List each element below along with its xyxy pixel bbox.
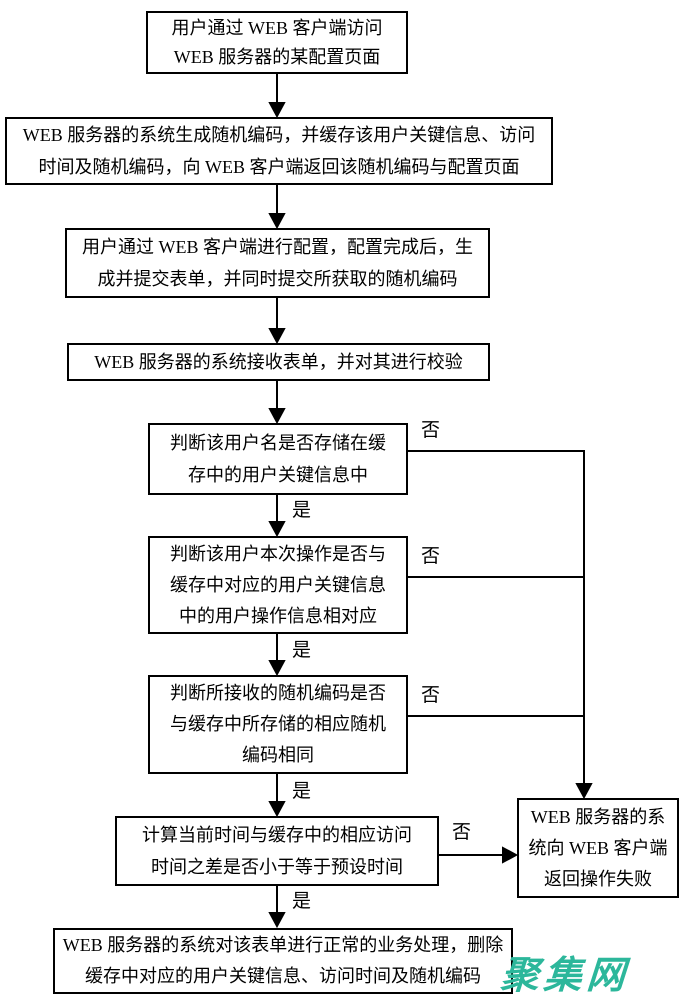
flow-node-start: 用户通过 WEB 客户端访问 WEB 服务器的某配置页面 [146,11,408,74]
branch-label-yes-operation: 是 [290,640,314,661]
branch-label-no-operation: 否 [419,546,443,567]
watermark: 聚集网 [499,955,632,997]
node-text-line: WEB 服务器的系统对该表单进行正常的业务处理，删除 [62,935,504,955]
branch-label-no-time: 否 [450,822,474,843]
node-text-line: 计算当前时间与缓存中的相应访问 [142,825,412,845]
node-text-line: 中的用户操作信息相对应 [179,605,377,626]
node-text-line: WEB 服务器的系 [530,806,666,827]
node-text-line: 缓存中对应的用户关键信息 [170,574,386,595]
node-text-line: 判断所接收的随机编码是否 [170,683,386,703]
node-text-line: 缓存中对应的用户关键信息、访问时间及随机编码 [85,966,481,986]
flow-node-configure-submit: 用户通过 WEB 客户端进行配置，配置完成后，生 成并提交表单，并同时提交所获取… [65,228,490,298]
branch-label-yes-code: 是 [290,781,314,802]
node-text-line: 统向 WEB 客户端 [528,837,668,858]
arrowhead-down-icon [268,660,286,677]
node-text-line: 用户通过 WEB 客户端访问 [171,17,383,38]
node-text-line: WEB 服务器的系统生成随机编码，并缓存该用户关键信息、访问 [22,125,536,145]
node-text-line: 时间之差是否小于等于预设时间 [151,857,403,877]
branch-label-no-code: 否 [419,685,443,706]
flow-node-check-username: 判断该用户名是否存储在缓 存中的用户关键信息中 [148,423,408,495]
flow-node-return-failure: WEB 服务器的系 统向 WEB 客户端 返回操作失败 [517,798,679,898]
node-text-line: 返回操作失败 [544,868,652,889]
arrowhead-down-icon [268,801,286,818]
flow-node-check-code: 判断所接收的随机编码是否 与缓存中所存储的相应随机 编码相同 [148,675,408,774]
flow-node-check-time: 计算当前时间与缓存中的相应访问 时间之差是否小于等于预设时间 [115,816,439,886]
node-text-line: 成并提交表单，并同时提交所获取的随机编码 [97,269,458,289]
node-text-line: WEB 服务器的系统接收表单，并对其进行校验 [94,352,463,372]
node-text-line: 与缓存中所存储的相应随机 [170,714,386,734]
arrowhead-down-icon [268,328,286,345]
node-text-line: WEB 服务器的某配置页面 [173,46,381,67]
node-text-line: 时间及随机编码，向 WEB 客户端返回该随机编码与配置页面 [38,157,520,177]
arrowhead-down-icon [268,521,286,538]
branch-label-yes-username: 是 [290,500,314,521]
arrowhead-down-icon [268,213,286,230]
node-text-line: 用户通过 WEB 客户端进行配置，配置完成后，生 [82,237,473,257]
flow-node-receive-validate: WEB 服务器的系统接收表单，并对其进行校验 [67,343,490,381]
node-text-line: 判断该用户本次操作是否与 [170,543,386,564]
flow-node-check-operation: 判断该用户本次操作是否与 缓存中对应的用户关键信息 中的用户操作信息相对应 [148,536,408,634]
arrowhead-down-icon [575,783,593,800]
node-text-line: 存中的用户关键信息中 [188,465,368,485]
node-text-line: 编码相同 [242,745,314,765]
branch-label-yes-time: 是 [290,891,314,912]
arrowhead-right-icon [502,846,519,864]
node-text-line: 判断该用户名是否存储在缓 [170,433,386,453]
branch-label-no-username: 否 [419,420,443,441]
arrowhead-down-icon [268,102,286,119]
arrowhead-down-icon [268,408,286,425]
flow-node-process-form: WEB 服务器的系统对该表单进行正常的业务处理，删除 缓存中对应的用户关键信息、… [53,928,513,994]
arrowhead-down-icon [268,912,286,929]
flow-node-generate-code: WEB 服务器的系统生成随机编码，并缓存该用户关键信息、访问 时间及随机编码，向… [5,117,553,185]
